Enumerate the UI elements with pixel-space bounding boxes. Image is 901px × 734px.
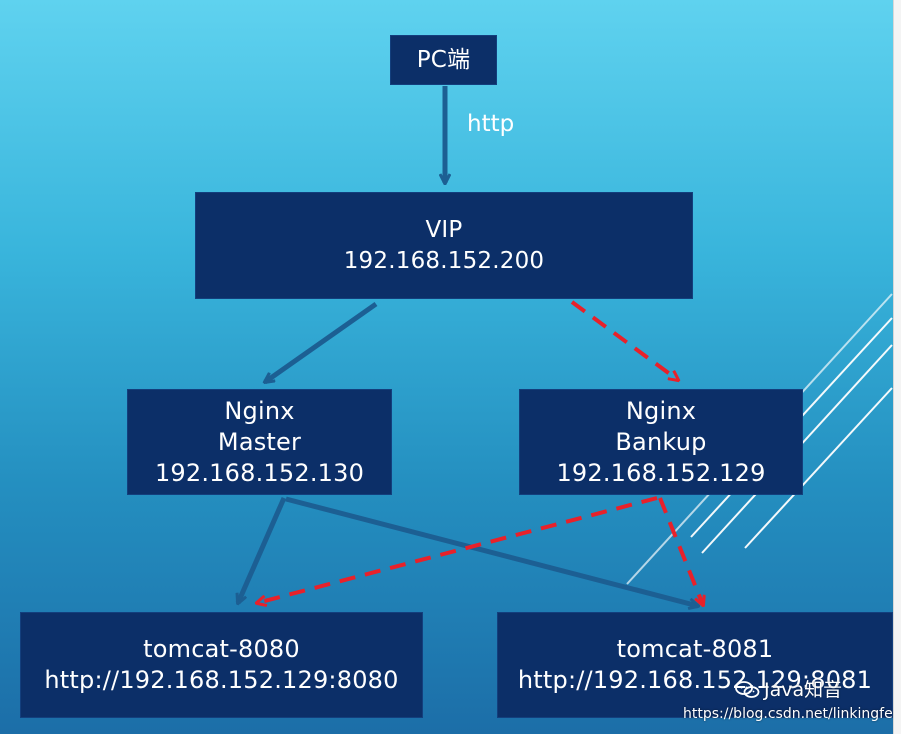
- vip-to-backup-dashed-arrow: [570, 300, 678, 380]
- nginx-backup-node: Nginx Bankup 192.168.152.129: [519, 389, 803, 495]
- right-page-edge: [893, 0, 901, 734]
- wechat-icon: [735, 681, 760, 698]
- vip-ip: 192.168.152.200: [343, 247, 545, 274]
- backup-to-tomcat-8080-dashed-arrow: [257, 496, 658, 603]
- vip-node: VIP 192.168.152.200: [195, 192, 693, 299]
- tomcat-8080-name: tomcat-8080: [143, 635, 300, 663]
- decorative-stripe: [744, 387, 893, 549]
- tomcat-8080-url: http://192.168.152.129:8080: [44, 666, 399, 694]
- nginx-backup-name: Nginx: [625, 396, 697, 425]
- nginx-master-name: Nginx: [224, 396, 295, 425]
- http-edge-label: http: [467, 111, 515, 137]
- vip-to-master-arrow: [265, 301, 378, 382]
- nginx-master-role: Master: [217, 427, 302, 456]
- nginx-backup-role: Bankup: [615, 427, 707, 456]
- backup-to-tomcat-8081-dashed-arrow: [658, 497, 703, 605]
- master-to-tomcat-8080-arrow: [238, 496, 287, 603]
- wechat-watermark: Java知音: [735, 679, 842, 701]
- nginx-master-node: Nginx Master 192.168.152.130: [127, 389, 392, 495]
- source-url: https://blog.csdn.net/linkingfei: [683, 706, 897, 722]
- master-to-tomcat-8081-arrow: [285, 496, 698, 606]
- pc-client-label: PC端: [416, 46, 471, 73]
- tomcat-8080-node: tomcat-8080 http://192.168.152.129:8080: [20, 612, 423, 718]
- nginx-backup-ip: 192.168.152.129: [556, 458, 766, 487]
- tomcat-8081-node: tomcat-8081 http://192.168.152.129:8081: [497, 612, 893, 718]
- pc-client-node: PC端: [390, 35, 497, 85]
- nginx-master-ip: 192.168.152.130: [154, 458, 365, 487]
- vip-title: VIP: [425, 216, 463, 243]
- tomcat-8081-url: http://192.168.152.129:8081: [517, 666, 873, 694]
- tomcat-8081-name: tomcat-8081: [616, 635, 774, 663]
- watermark-brand: Java知音: [764, 679, 843, 701]
